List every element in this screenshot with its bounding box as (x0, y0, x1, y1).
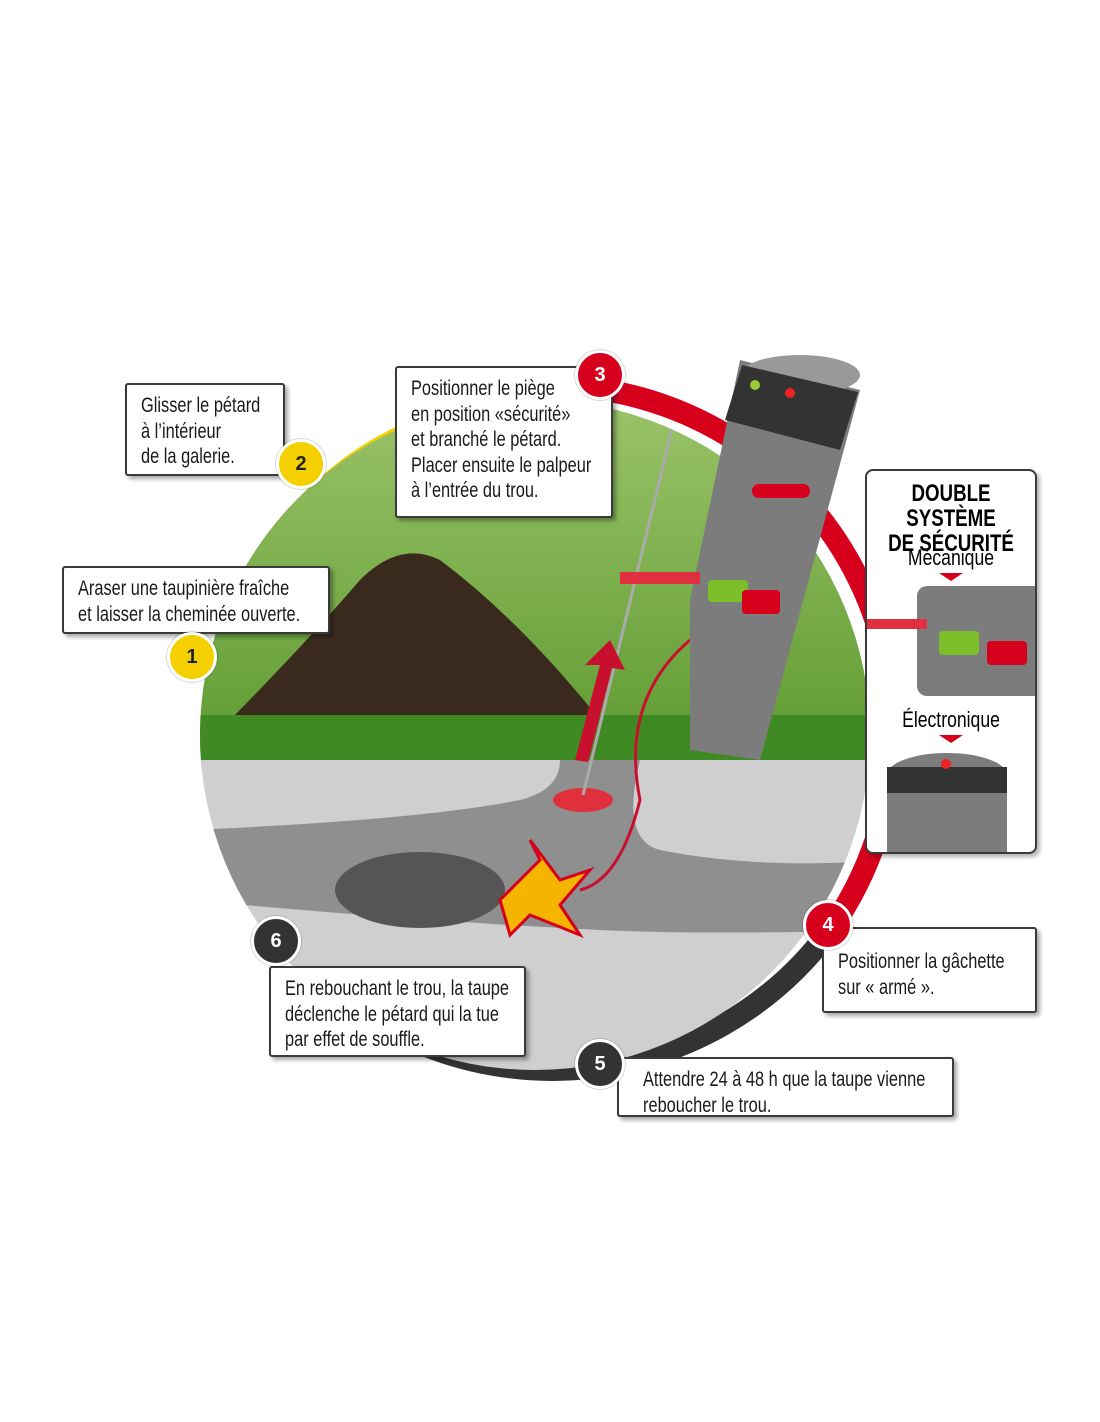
trap-device (620, 355, 860, 760)
down-arrow-icon (939, 735, 963, 743)
step-5-badge: 5 (575, 1039, 625, 1089)
step-5-text: Attendre 24 à 48 h que la taupe vienne r… (643, 1068, 926, 1117)
fuse-wire (579, 638, 691, 892)
trigger-lever (620, 572, 700, 584)
down-arrow-icon (939, 573, 963, 581)
step-6-badge: 6 (251, 916, 301, 966)
up-arrow-icon (575, 640, 625, 762)
step-3-text: Positionner le piège en position «sécuri… (411, 377, 592, 502)
mole (335, 852, 505, 928)
grass-strip (200, 715, 870, 763)
probe-pad (553, 788, 613, 812)
step-1-text: Araser une taupinière fraîche et laisser… (78, 577, 301, 626)
electronic-label: Électronique (902, 707, 1000, 732)
step-2-badge: 2 (276, 439, 326, 489)
molehill (210, 553, 600, 760)
mechanical-detail-image (917, 586, 1035, 696)
explosion-icon (498, 839, 595, 939)
step-1-badge: 1 (167, 632, 217, 682)
step-6-text: En rebouchant le trou, la taupe déclench… (285, 977, 510, 1051)
step-4-badge: 4 (803, 900, 853, 950)
safety-panel: DOUBLE SYSTÈME DE SÉCURITÉ Mécanique Éle… (865, 469, 1037, 854)
step-1-callout: Araser une taupinière fraîche et laisser… (62, 566, 330, 634)
step-6-callout: En rebouchant le trou, la taupe déclench… (269, 966, 526, 1057)
step-4-callout: Positionner la gâchette sur « armé ». (822, 927, 1037, 1013)
electronic-detail-image (887, 753, 1007, 852)
step-3-callout: Positionner le piège en position «sécuri… (395, 366, 613, 518)
step-4-text: Positionner la gâchette sur « armé ». (838, 950, 1005, 999)
step-3-badge: 3 (575, 350, 625, 400)
safety-panel-title: DOUBLE SYSTÈME DE SÉCURITÉ (888, 480, 1014, 557)
step-5-callout: Attendre 24 à 48 h que la taupe vienne r… (617, 1057, 954, 1117)
mechanical-label: Mécanique (907, 545, 995, 570)
step-2-callout: Glisser le pétard à l’intérieur de la ga… (125, 383, 285, 476)
step-2-text: Glisser le pétard à l’intérieur de la ga… (141, 394, 261, 468)
